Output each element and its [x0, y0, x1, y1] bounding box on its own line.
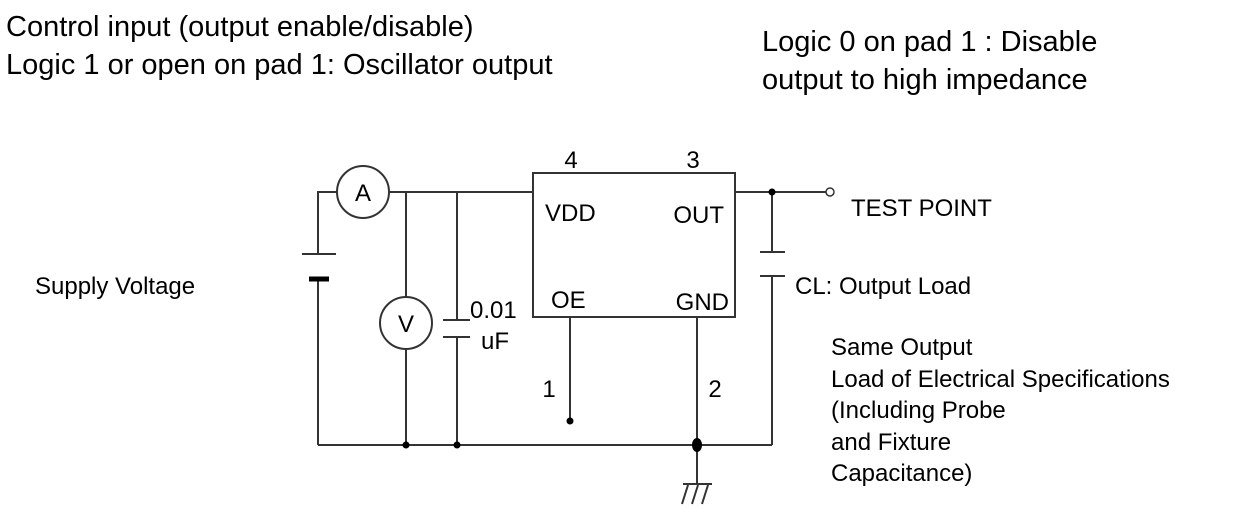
gnd-label: GND — [676, 289, 729, 316]
voltmeter-label: V — [398, 311, 414, 338]
bypass-cap-value: 0.01 — [470, 297, 517, 324]
out-label: OUT — [673, 202, 724, 229]
load-note-line: and Fixture — [831, 429, 951, 456]
ammeter-label: A — [355, 180, 371, 207]
junction-dots — [402, 188, 776, 452]
note-line: Control input (output enable/disable) — [6, 11, 474, 43]
load-note: Same Output Load of Electrical Specifica… — [831, 334, 1170, 487]
disable-note: Logic 0 on pad 1 : Disable output to hig… — [762, 23, 1097, 99]
pin1-label: 1 — [542, 376, 555, 403]
pin3-label: 3 — [686, 147, 699, 174]
load-label: CL: Output Load — [795, 273, 971, 300]
bypass-cap-unit: uF — [481, 328, 509, 355]
load-capacitor-symbol — [760, 251, 785, 277]
ground-symbol — [681, 483, 712, 505]
test-point-label: TEST POINT — [851, 195, 992, 222]
supply-voltage-label: Supply Voltage — [35, 273, 195, 300]
load-note-line: Load of Electrical Specifications — [831, 366, 1170, 393]
vdd-label: VDD — [545, 200, 596, 227]
note-line: Logic 1 or open on pad 1: Oscillator out… — [6, 49, 553, 81]
ammeter-symbol — [336, 165, 390, 219]
oscillator-chip — [532, 172, 736, 318]
bypass-capacitor-symbol — [443, 319, 470, 338]
oe-label: OE — [551, 287, 586, 314]
pin2-label: 2 — [708, 376, 721, 403]
load-note-line: (Including Probe — [831, 397, 1006, 424]
battery-symbol — [302, 253, 336, 282]
control-input-note: Control input (output enable/disable) Lo… — [6, 8, 553, 84]
test-point-terminal — [825, 187, 835, 197]
wires — [317, 191, 826, 484]
note-line: output to high impedance — [762, 64, 1088, 96]
voltmeter-symbol — [379, 296, 433, 350]
pin4-label: 4 — [564, 147, 577, 174]
load-note-line: Capacitance) — [831, 460, 972, 487]
note-line: Logic 0 on pad 1 : Disable — [762, 26, 1098, 58]
load-note-line: Same Output — [831, 334, 973, 361]
